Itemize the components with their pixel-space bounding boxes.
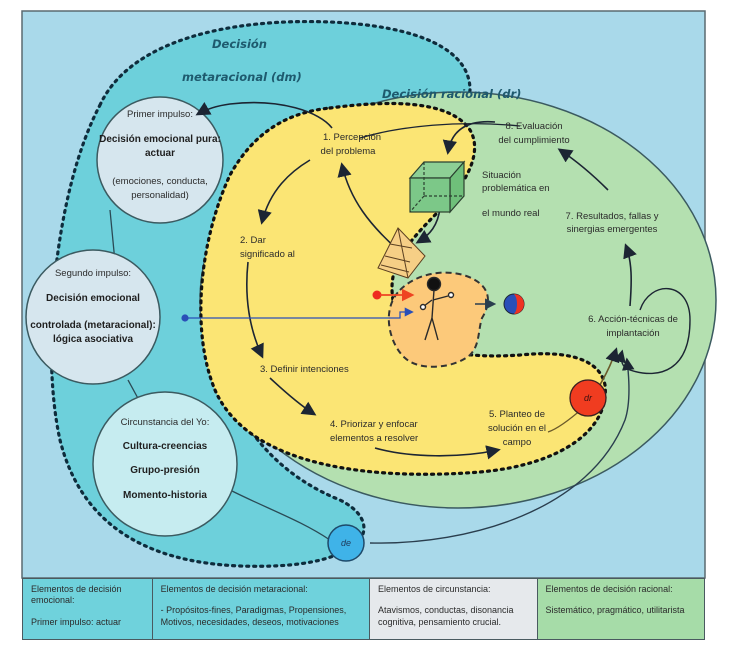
step-2-line1: 2. Dar xyxy=(240,235,266,246)
first-impulse-detail-2: personalidad) xyxy=(131,190,189,201)
legend-metarational: Elementos de decisión metaracional: - Pr… xyxy=(152,579,370,639)
problem-situation-line3: el mundo real xyxy=(482,208,540,219)
second-impulse-title-1: Decisión emocional xyxy=(46,293,140,304)
step-6-line2: implantación xyxy=(606,328,659,339)
blue-link-to-self xyxy=(185,307,414,319)
line-step8-to-step1 xyxy=(359,123,521,139)
step-3-line1: 3. Definir intenciones xyxy=(260,364,349,375)
pyramid-icon xyxy=(377,227,426,279)
legend-table: Elementos de decisión emocional: Primer … xyxy=(22,578,705,640)
step-2-line2: significado al xyxy=(240,249,295,260)
legend-circumstance-body: Atavismos, conductas, disonancia cogniti… xyxy=(377,605,514,627)
second-impulse-title-2: controlada (metaracional): xyxy=(30,320,156,331)
de-badge-label: de xyxy=(341,538,351,548)
legend-metarational-body: - Propósitos-fines, Paradigmas, Propensi… xyxy=(160,605,347,627)
dr-badge xyxy=(569,379,607,417)
arrow-step3-to-step4 xyxy=(269,377,317,416)
step-5-line1: 5. Planteo de xyxy=(489,409,545,420)
metarational-title-2: metaracional (dm) xyxy=(182,70,302,84)
circumstance-circle xyxy=(92,391,238,537)
arrow-step4-to-step5 xyxy=(374,445,501,460)
first-impulse-detail-1: (emociones, conducta, xyxy=(112,176,208,187)
person-icon xyxy=(419,276,455,341)
step-7-line1: 7. Resultados, fallas y xyxy=(566,211,659,222)
arrow-de-to-step6 xyxy=(369,357,635,544)
step-8-line1: 8. Evaluación xyxy=(505,121,562,132)
legend-emotional-body: Primer impulso: actuar xyxy=(31,616,122,627)
problem-situation-line1: Situación xyxy=(482,170,521,181)
legend-rational-body: Sistemático, pragmático, utilitarista xyxy=(545,605,685,616)
step-5-line3: campo xyxy=(503,437,532,448)
second-impulse-title-3: lógica asociativa xyxy=(53,334,133,345)
step-8-line2: del cumplimiento xyxy=(498,135,569,146)
first-impulse-title-2: actuar xyxy=(145,148,175,159)
step-4-line2: elementos a resolver xyxy=(330,433,418,444)
legend-emotional: Elementos de decisión emocional: Primer … xyxy=(23,579,153,639)
circumstance-item-3: Momento-historia xyxy=(123,490,207,501)
arrow-pyramid-to-step1 xyxy=(337,162,399,251)
cube-icon xyxy=(408,160,466,214)
legend-emotional-title: Elementos de decisión emocional: xyxy=(31,584,122,606)
arrow-step2-to-step3 xyxy=(245,261,264,359)
arrow-step1-to-step2 xyxy=(257,159,311,225)
first-impulse-title-1: Decisión emocional pura: xyxy=(99,134,221,145)
step-7-line2: sinergias emergentes xyxy=(567,224,658,235)
arrow-step7-to-step8 xyxy=(557,148,609,191)
metarational-title-1: Decisión xyxy=(212,37,267,51)
circumstance-item-1: Cultura-creencias xyxy=(123,441,208,452)
arrow-step8-to-cube xyxy=(442,120,496,155)
legend-circumstance-title: Elementos de circunstancia: xyxy=(377,584,491,594)
connector-line xyxy=(229,489,331,541)
red-input-dot xyxy=(372,290,382,300)
step-5-line2: solución en el xyxy=(488,423,546,434)
legend-metarational-title: Elementos de decisión metaracional: xyxy=(160,584,308,594)
de-badge xyxy=(327,524,365,562)
arrow-step6-to-step7 xyxy=(623,243,637,307)
step-6-line1: 6. Acción-técnicas de xyxy=(588,314,678,325)
step-1-line2: del problema xyxy=(321,146,377,157)
dr-badge-label: dr xyxy=(584,393,593,403)
second-impulse-circle xyxy=(25,249,161,385)
arrow-step1-to-first-impulse xyxy=(195,101,333,129)
second-impulse-heading: Segundo impulso: xyxy=(55,268,131,279)
step-4-line1: 4. Priorizar y enfocar xyxy=(330,419,418,430)
legend-circumstance: Elementos de circunstancia: Atavismos, c… xyxy=(369,579,538,639)
circumstance-item-2: Grupo-presión xyxy=(130,465,199,476)
decision-ball-icon xyxy=(503,293,525,315)
legend-rational-title: Elementos de decisión racional: xyxy=(545,584,673,594)
circumstance-heading: Circunstancia del Yo: xyxy=(121,417,210,428)
rational-title: Decisión racional (dr) xyxy=(382,87,521,101)
problem-situation-line2: problemática en xyxy=(482,183,550,194)
first-impulse-heading: Primer impulso: xyxy=(127,109,193,120)
step-1-line1: 1. Percepción xyxy=(323,132,381,143)
first-impulse-circle xyxy=(96,96,224,224)
legend-rational: Elementos de decisión racional: Sistemát… xyxy=(537,579,705,639)
